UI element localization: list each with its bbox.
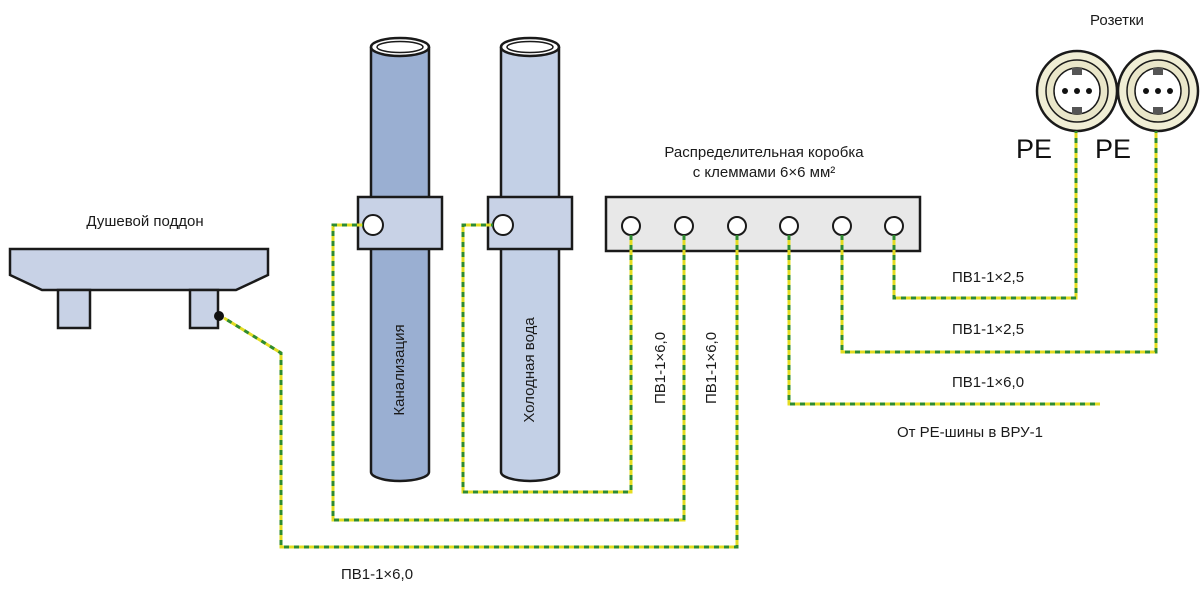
wire-feed-from-pe-bus: [787, 235, 1100, 406]
junction-box-title: Распределительная коробка: [664, 144, 864, 161]
water-clamp-terminal-icon: [492, 214, 514, 236]
socket-left-icon: [1035, 49, 1119, 133]
shower-tray: [8, 247, 270, 330]
sewer-clamp-terminal-icon: [362, 214, 384, 236]
sewer-pipe-clamp: [356, 195, 444, 251]
pe-label-left: PE: [1016, 134, 1052, 164]
cold-water-pipe: [499, 36, 561, 483]
wire-vertical-label-2: ПВ1-1×6,0: [703, 332, 720, 404]
wire-box-to-sewer-clamp: [331, 223, 686, 522]
wire-feed-label: ПВ1-1×6,0: [952, 374, 1024, 391]
wire-box-to-socket-left: [892, 131, 1078, 300]
pe-label-right: PE: [1095, 134, 1131, 164]
cold-water-pipe-label: Холодная вода: [521, 317, 538, 423]
wire-box-to-tray: [223, 235, 739, 549]
wire-vertical-label-1: ПВ1-1×6,0: [652, 332, 669, 404]
sewer-pipe-label: Канализация: [391, 324, 408, 415]
wire-bottom-label: ПВ1-1×6,0: [341, 566, 413, 583]
ground-wires: [223, 131, 1158, 549]
wire-socket2-label: ПВ1-1×2,5: [952, 321, 1024, 338]
junction-box-subtitle: с клеммами 6×6 мм²: [693, 164, 836, 181]
box-terminal-icon: [884, 216, 904, 236]
shower-tray-label: Душевой поддон: [86, 213, 203, 230]
box-terminal-icon: [621, 216, 641, 236]
tray-ground-terminal-icon: [214, 311, 224, 321]
wire-socket1-label: ПВ1-1×2,5: [952, 269, 1024, 286]
cold-water-pipe-clamp: [486, 195, 574, 251]
wire-box-to-socket-right: [840, 131, 1158, 354]
junction-box: [604, 195, 922, 253]
box-terminal-icon: [674, 216, 694, 236]
socket-right-icon: [1116, 49, 1200, 133]
box-terminal-icon: [832, 216, 852, 236]
box-terminal-icon: [779, 216, 799, 236]
feed-source-label: От PE-шины в ВРУ-1: [897, 424, 1043, 441]
sockets-label: Розетки: [1090, 12, 1144, 29]
wire-box-to-water-clamp: [461, 223, 633, 494]
sewer-pipe: [369, 36, 431, 483]
box-terminal-icon: [727, 216, 747, 236]
